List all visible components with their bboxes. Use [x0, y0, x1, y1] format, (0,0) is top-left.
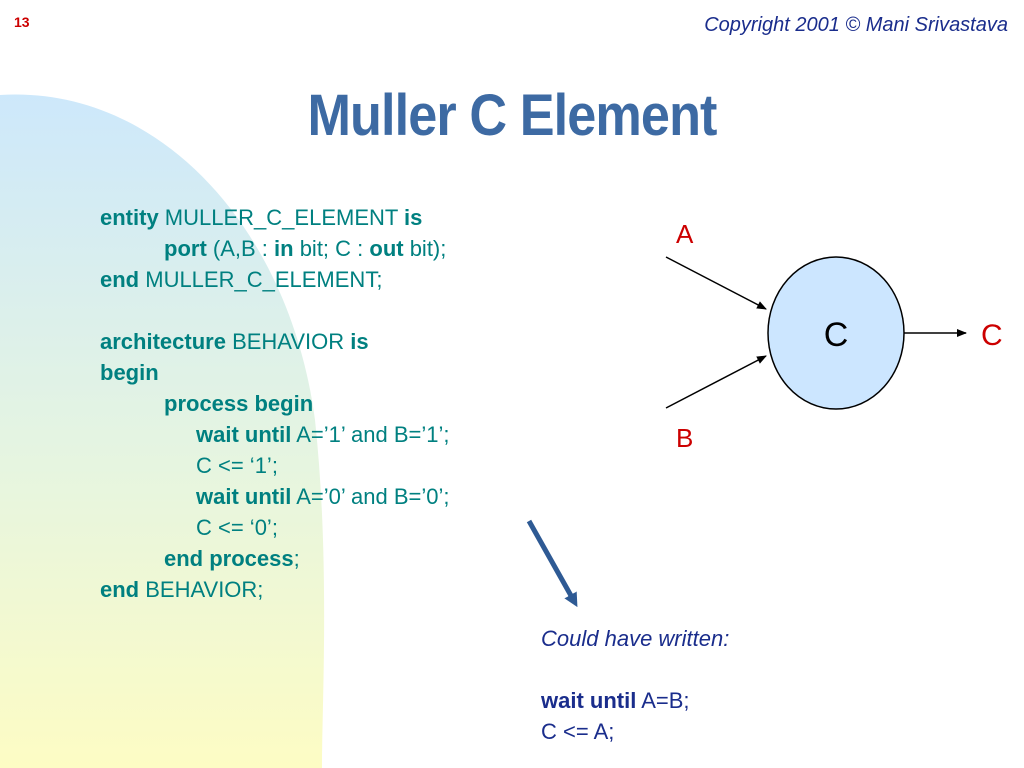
code-text: BEHAVIOR;: [139, 577, 264, 602]
keyword: wait until: [541, 688, 637, 713]
slide-number: 13: [14, 14, 30, 30]
keyword: wait until: [196, 422, 292, 447]
code-text: C <= ‘1’;: [196, 453, 278, 478]
vhdl-code-block: entity MULLER_C_ELEMENT is port (A,B : i…: [100, 202, 450, 605]
note-blank-line: [541, 654, 729, 685]
code-line: C <= ‘1’;: [100, 450, 450, 481]
code-line: wait until A=’0’ and B=’0’;: [100, 481, 450, 512]
code-line: port (A,B : in bit; C : out bit);: [100, 233, 450, 264]
code-text: A=’0’ and B=’0’;: [291, 484, 450, 509]
code-text: bit; C :: [293, 236, 370, 261]
code-text: bit);: [403, 236, 447, 261]
keyword: out: [369, 236, 404, 261]
code-text: MULLER_C_ELEMENT: [158, 205, 405, 230]
keyword: end: [100, 577, 140, 602]
code-blank-line: [100, 295, 450, 326]
code-line: begin: [100, 357, 450, 388]
code-text: C <= A;: [541, 719, 615, 744]
keyword: wait until: [196, 484, 292, 509]
code-text: BEHAVIOR: [225, 329, 351, 354]
code-line: end BEHAVIOR;: [100, 574, 450, 605]
code-text: ;: [293, 546, 300, 571]
alternative-code-note: Could have written: wait until A=B; C <=…: [541, 623, 729, 747]
code-line: end process;: [100, 543, 450, 574]
keyword: architecture: [100, 329, 226, 354]
slide-title: Muller C Element: [307, 83, 717, 148]
keyword: is: [350, 329, 369, 354]
note-code-line: C <= A;: [541, 716, 729, 747]
note-code-line: wait until A=B;: [541, 685, 729, 716]
keyword: is: [404, 205, 423, 230]
code-text: A=’1’ and B=’1’;: [291, 422, 450, 447]
keyword: in: [274, 236, 294, 261]
code-line: entity MULLER_C_ELEMENT is: [100, 202, 450, 233]
code-text: (A,B :: [206, 236, 275, 261]
code-line: wait until A=’1’ and B=’1’;: [100, 419, 450, 450]
keyword: entity: [100, 205, 159, 230]
note-heading: Could have written:: [541, 626, 730, 651]
code-line: process begin: [100, 388, 450, 419]
code-line: architecture BEHAVIOR is: [100, 326, 450, 357]
code-text: A=B;: [636, 688, 690, 713]
copyright-notice: Copyright 2001 © Mani Srivastava: [704, 14, 1008, 36]
keyword: process begin: [164, 391, 314, 416]
keyword: begin: [100, 360, 159, 385]
code-line: C <= ‘0’;: [100, 512, 450, 543]
keyword: end: [100, 267, 140, 292]
code-text: MULLER_C_ELEMENT;: [139, 267, 383, 292]
code-text: C <= ‘0’;: [196, 515, 278, 540]
keyword: end process: [164, 546, 294, 571]
keyword: port: [164, 236, 207, 261]
code-line: end MULLER_C_ELEMENT;: [100, 264, 450, 295]
